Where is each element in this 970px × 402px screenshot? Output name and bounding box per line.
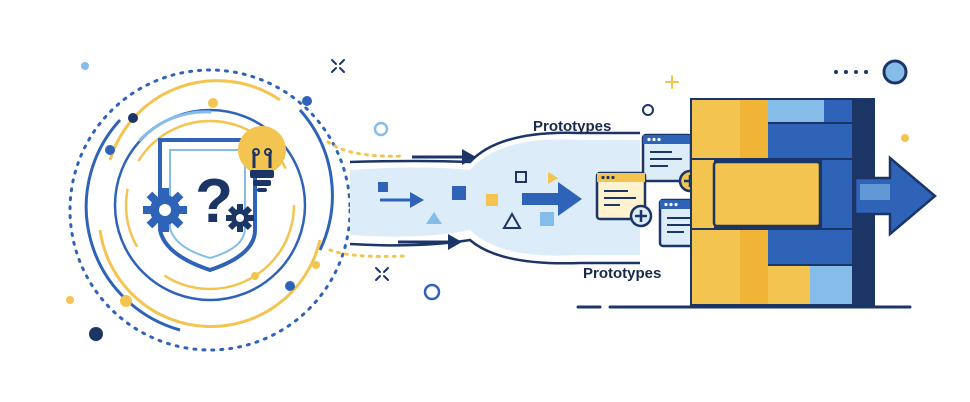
- arrow-right-icon: [398, 234, 462, 250]
- light-arc: [138, 110, 212, 142]
- plus-icon: [629, 204, 653, 228]
- orbit-dot: [251, 272, 259, 280]
- svg-text:?: ?: [195, 167, 233, 236]
- inner-yellow-ring: [124, 119, 296, 291]
- prototypes-label-top: Prototypes: [533, 118, 612, 135]
- decor-ring: [882, 59, 908, 85]
- funnel-bottom-edge: [349, 238, 640, 265]
- inner-ring: [113, 108, 307, 302]
- funnel-top-edge: [349, 131, 640, 164]
- gear-icon: [226, 204, 254, 232]
- blue-arc-ring: [84, 118, 181, 332]
- funnel-dotted-bottom: [328, 248, 407, 258]
- decor-ring: [423, 283, 441, 301]
- shield-icon: [158, 138, 257, 273]
- ellipsis-icon: [834, 70, 868, 74]
- decor-ring: [373, 121, 389, 137]
- prototypes-label-bottom: Prototypes: [583, 265, 662, 282]
- arrow-right-icon: [522, 182, 582, 216]
- decor-ring: [642, 104, 654, 116]
- blue-arc-ring-right: [298, 109, 334, 251]
- arrow-right-icon: [380, 192, 424, 208]
- orbit-dot: [302, 96, 312, 106]
- arrow-right-icon: [412, 149, 476, 165]
- lightbulb-icon: [238, 126, 286, 192]
- flow-shapes: [378, 171, 558, 229]
- funnel-dotted-top: [326, 140, 407, 158]
- orbit-dot: [66, 296, 74, 304]
- orbit-dot: [312, 261, 320, 269]
- orbit-dot: [120, 295, 132, 307]
- orbit-dot: [208, 98, 218, 108]
- code-window-icon: [595, 171, 647, 221]
- orbit-dot: [105, 145, 115, 155]
- orbit-dot: [285, 281, 295, 291]
- orbit-dot: [89, 327, 103, 341]
- idea-orbit: [66, 62, 352, 352]
- sparkle-icon: [331, 59, 345, 73]
- question-mark-icon: ?: [195, 167, 233, 236]
- gear-icon: [143, 188, 187, 232]
- funnel-flow: [326, 131, 640, 265]
- yellow-arc-ring: [98, 229, 322, 328]
- decor-dot: [901, 134, 909, 142]
- sparkle-icon: [665, 75, 679, 89]
- orbit-dot: [81, 62, 89, 70]
- arrow-right-icon: [853, 155, 937, 237]
- yellow-arc-ring-top: [108, 79, 281, 161]
- sparkle-icon: [375, 267, 389, 281]
- orbit-dot: [128, 113, 138, 123]
- product-stack: [690, 98, 875, 306]
